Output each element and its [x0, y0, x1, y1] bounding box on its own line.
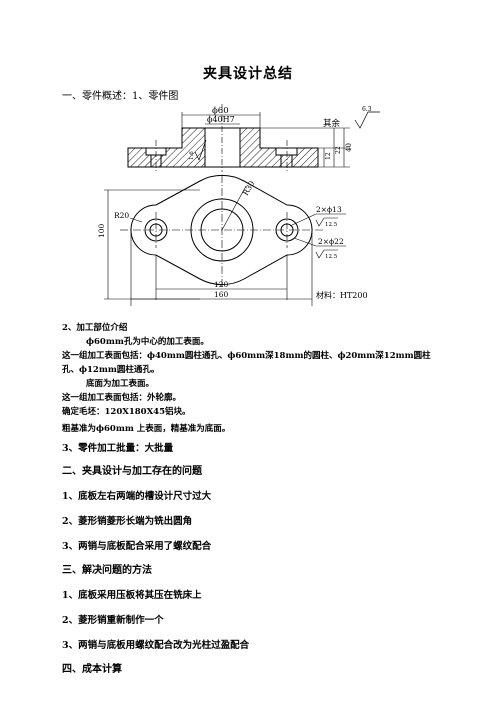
hole1-label: 2×ϕ13 — [316, 205, 342, 214]
section3-heading: 三、解决问题的方法 — [62, 565, 152, 576]
item-group1-surfaces: 这一组加工表面包括：ϕ40mm圆柱通孔、ϕ60mm深18mm的圆柱、ϕ20mm深… — [62, 351, 431, 361]
hole1-rough: 12.5 — [325, 222, 338, 228]
section1-heading: 一、零件概述：1、零件图 — [62, 91, 179, 102]
dim-22: 22 — [335, 146, 342, 154]
dim-r20: R20 — [114, 211, 129, 220]
item-processing-parts: 2、加工部位介绍 — [62, 323, 128, 333]
dim-r30: R30 — [241, 179, 257, 197]
hole2-rough: 12.5 — [325, 254, 338, 260]
item-batch: 3、零件加工批量：大批量 — [62, 443, 174, 454]
section4-heading: 四、成本计算 — [62, 664, 122, 675]
item-group2-surfaces: 这一组加工表面包括：外轮廓。 — [62, 393, 182, 403]
section3-item-3: 3、两销与底板用螺纹配合改为光柱过盈配合 — [62, 640, 250, 651]
rough-remaining-label: 其余 — [323, 118, 341, 129]
section3-item-1: 1、底板采用压板将其压在铣床上 — [62, 590, 202, 601]
section3-item-2: 2、菱形销重新制作一个 — [62, 615, 164, 626]
doc-title: 夹具设计总结 — [203, 66, 293, 82]
dim-40: 40 — [345, 143, 353, 152]
dim-120: 120 — [214, 280, 229, 289]
plan-view — [104, 174, 346, 306]
rough-value-top: 6.3 — [362, 106, 372, 113]
section2-item-1: 1、底板左右两端的槽设计尺寸过大 — [62, 491, 212, 502]
section2-item-2: 2、菱形销菱形长端为铣出圆角 — [62, 516, 193, 527]
dim-100: 100 — [97, 223, 106, 238]
hole2-label: 2×ϕ22 — [318, 237, 344, 246]
item-group1-cont: 孔、ϕ12mm圆柱通孔。 — [62, 365, 160, 375]
dim-phi60: ϕ60 — [212, 106, 229, 116]
dim-12: 12 — [325, 152, 332, 160]
rough-16: 1.6 — [189, 151, 195, 160]
dim-phi40h7: ϕ40H7 — [207, 115, 235, 124]
section2-item-3: 3、两销与底板配合采用了螺纹配合 — [62, 541, 212, 552]
item-phi60-surface: ϕ60mm孔为中心的加工表面。 — [86, 337, 209, 347]
item-bottom-surface: 底面为加工表面。 — [86, 379, 155, 389]
part-drawing: ϕ60 ϕ40H7 其余 6.3 1.6 12 22 40 — [97, 104, 380, 306]
material-label: 材料：HT200 — [316, 290, 368, 300]
section2-heading: 二、夹具设计与加工存在的问题 — [62, 466, 202, 477]
item-datum: 粗基准为ϕ60mm 上表面，精基准为底面。 — [62, 424, 231, 434]
dim-160: 160 — [214, 290, 229, 299]
item-blank: 确定毛坯：120X180X45铝块。 — [62, 407, 191, 417]
section-view — [127, 104, 380, 172]
